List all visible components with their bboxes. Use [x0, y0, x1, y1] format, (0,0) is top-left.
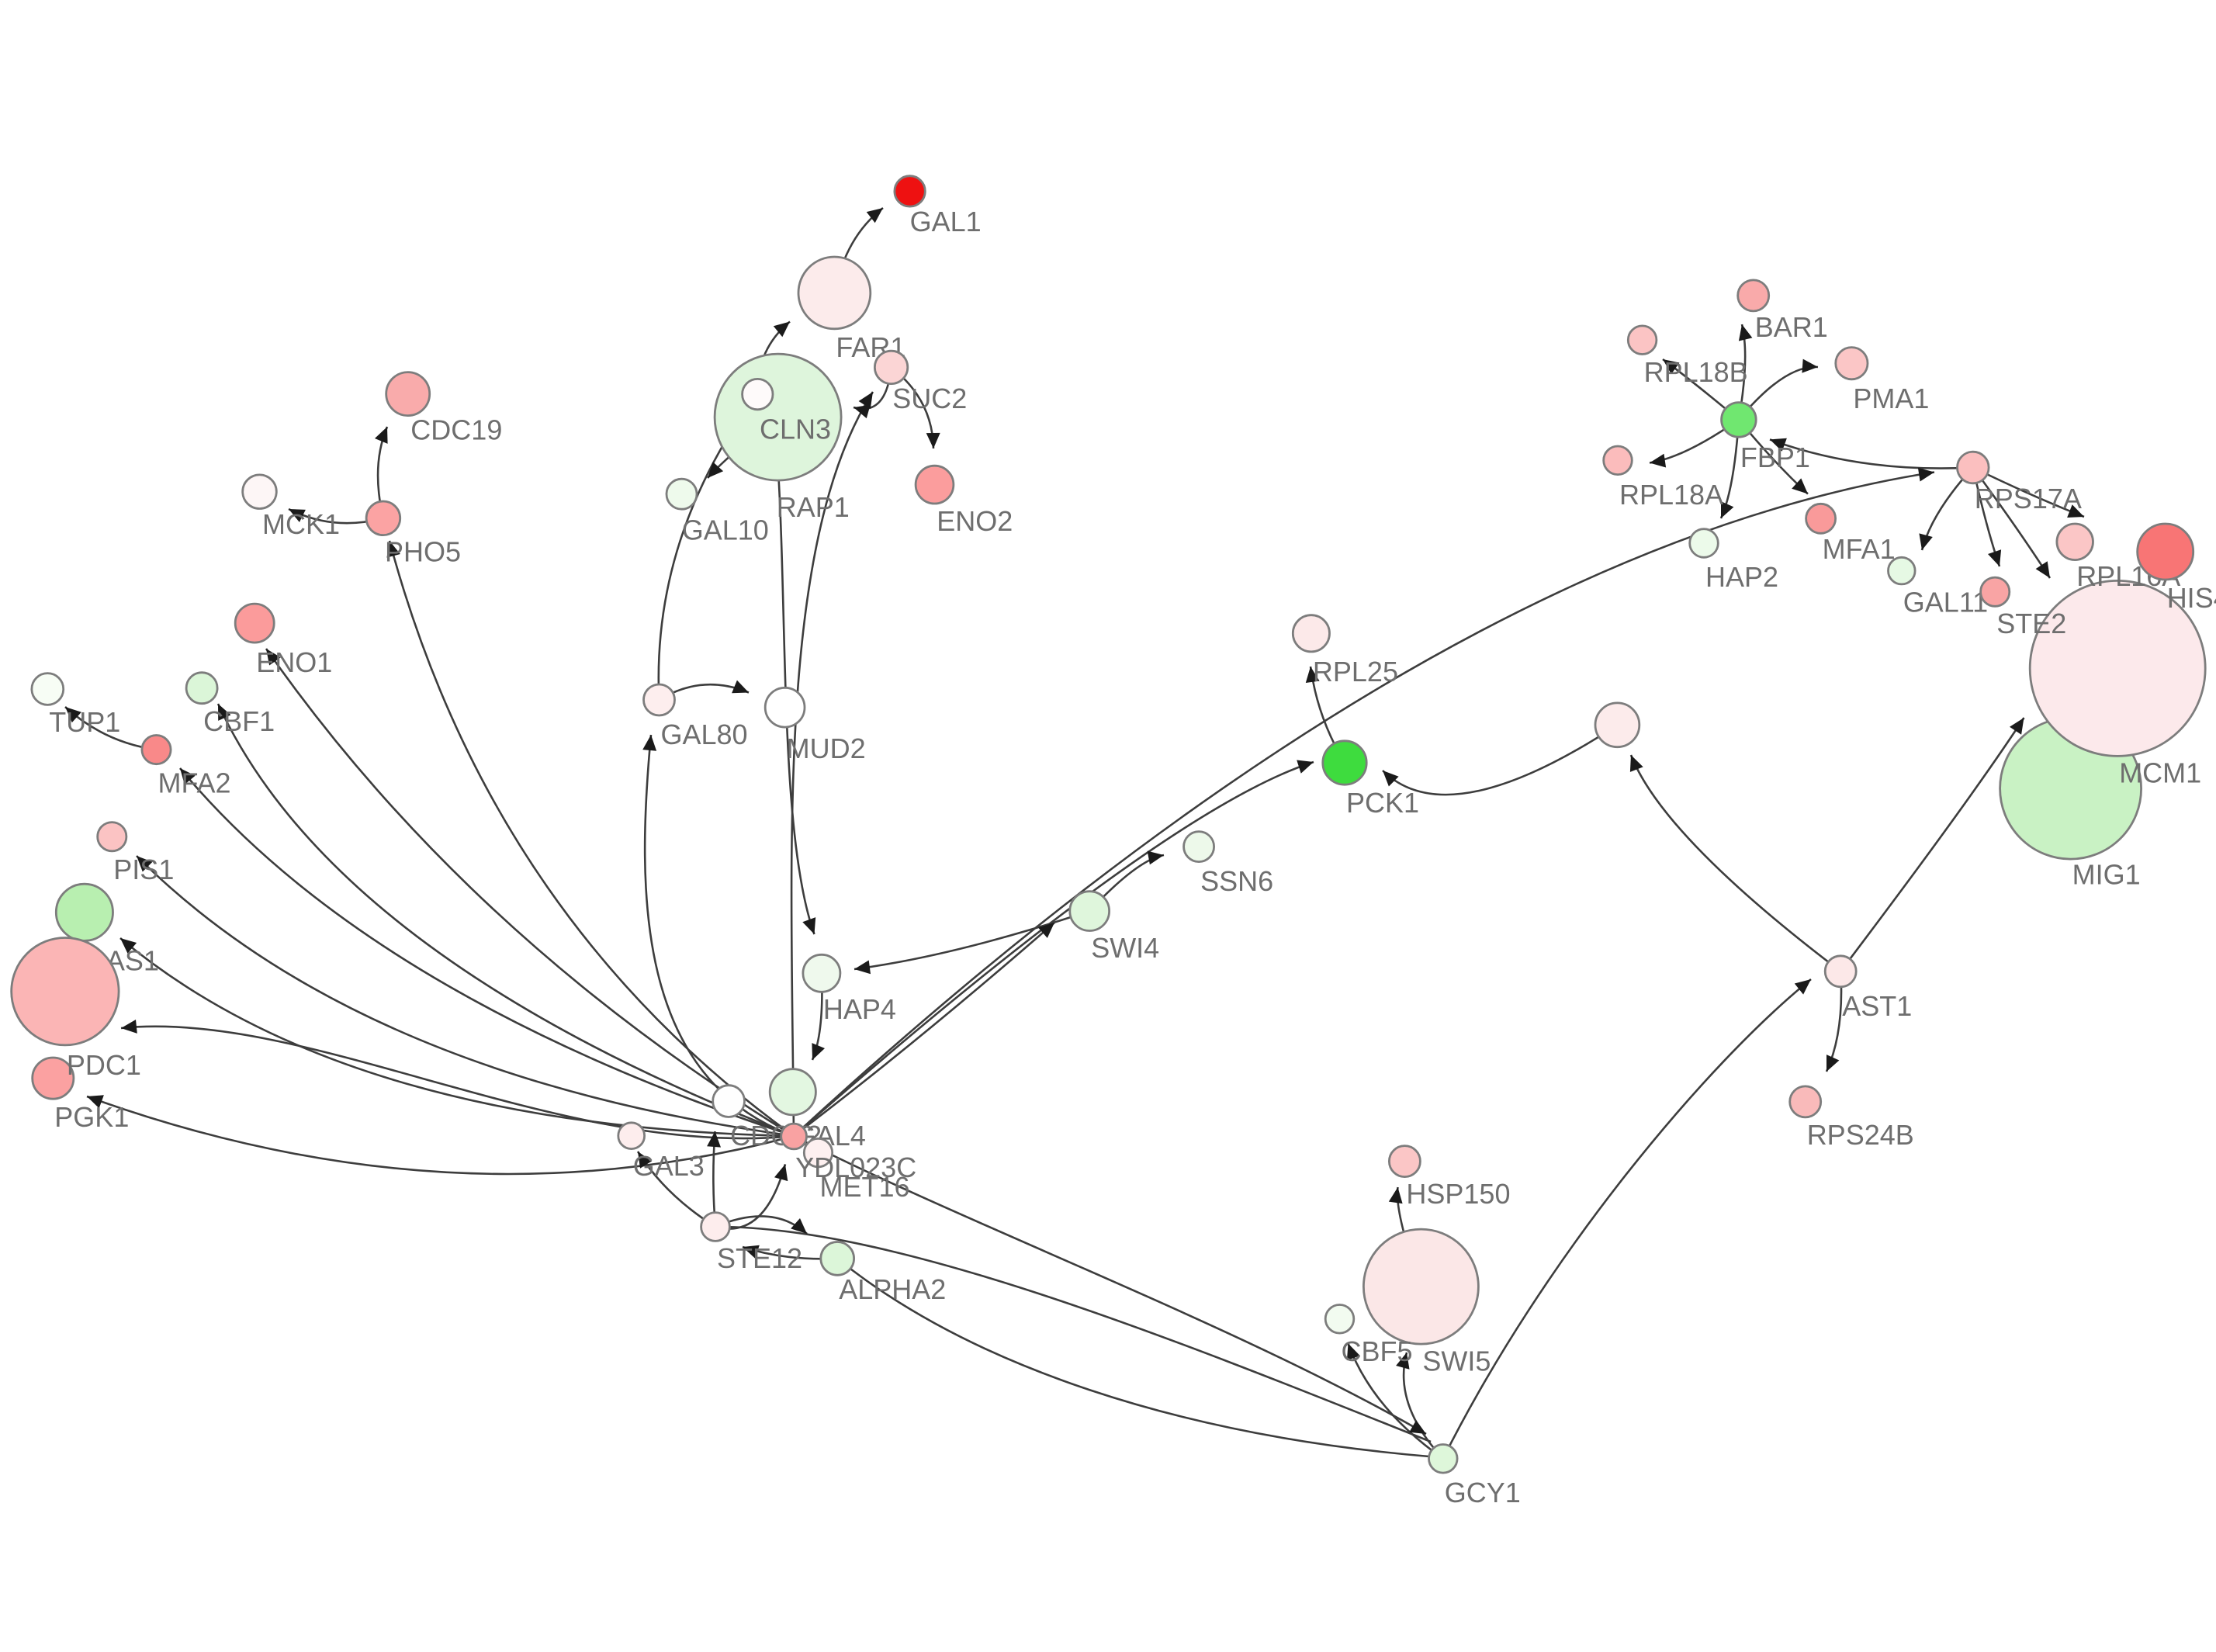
svg-text:MIG1: MIG1: [2072, 859, 2141, 891]
svg-text:STE12: STE12: [717, 1242, 802, 1274]
svg-text:PMA1: PMA1: [1853, 383, 1929, 414]
svg-text:GCY1: GCY1: [1445, 1477, 1521, 1508]
svg-text:HIS4: HIS4: [2167, 582, 2216, 614]
svg-text:YDL023C: YDL023C: [795, 1152, 916, 1183]
svg-text:SSN6: SSN6: [1200, 865, 1273, 897]
svg-text:SWI4: SWI4: [1091, 932, 1159, 964]
svg-text:PHO5: PHO5: [385, 536, 461, 568]
svg-text:PIS1: PIS1: [113, 854, 174, 885]
svg-text:CBF1: CBF1: [203, 705, 275, 737]
svg-text:CBF5: CBF5: [1342, 1335, 1413, 1367]
svg-text:HAP2: HAP2: [1705, 561, 1778, 593]
svg-text:STE2: STE2: [1996, 608, 2066, 639]
svg-text:GAL11: GAL11: [1903, 587, 1988, 618]
svg-text:CDC19: CDC19: [410, 414, 502, 446]
svg-text:MFA2: MFA2: [158, 767, 231, 799]
svg-text:GAL1: GAL1: [910, 206, 982, 237]
svg-text:PCK1: PCK1: [1346, 787, 1419, 819]
svg-text:HAP4: HAP4: [823, 993, 896, 1025]
svg-text:MET16: MET16: [820, 1171, 910, 1203]
svg-text:RPL18B: RPL18B: [1644, 356, 1748, 388]
svg-text:MCM1: MCM1: [2119, 757, 2201, 789]
svg-text:MCK1: MCK1: [262, 508, 340, 540]
svg-text:GAL80: GAL80: [661, 719, 748, 750]
svg-text:ENO2: ENO2: [937, 505, 1013, 537]
svg-text:MUD2: MUD2: [787, 732, 866, 764]
svg-text:RPL25: RPL25: [1313, 656, 1398, 687]
svg-text:RPS17A: RPS17A: [1975, 483, 2082, 514]
svg-text:AST1: AST1: [1842, 990, 1912, 1022]
svg-text:BAR1: BAR1: [1755, 311, 1828, 343]
svg-text:RPL18A: RPL18A: [1619, 479, 1723, 511]
svg-text:PDC1: PDC1: [67, 1049, 141, 1081]
svg-text:ENO1: ENO1: [256, 646, 332, 678]
svg-text:MFA1: MFA1: [1823, 533, 1896, 565]
svg-text:RAP1: RAP1: [777, 491, 850, 523]
svg-text:HSP150: HSP150: [1406, 1178, 1510, 1210]
svg-text:SUC2: SUC2: [892, 383, 967, 414]
svg-text:PGK1: PGK1: [54, 1101, 129, 1133]
svg-text:FBP1: FBP1: [1740, 442, 1810, 473]
svg-text:SWI5: SWI5: [1422, 1345, 1491, 1377]
svg-text:RPS24B: RPS24B: [1807, 1119, 1914, 1151]
svg-text:GAL10: GAL10: [682, 514, 769, 546]
svg-text:ALPHA2: ALPHA2: [839, 1273, 946, 1305]
svg-text:CLN3: CLN3: [760, 414, 831, 445]
svg-text:TUP1: TUP1: [49, 706, 120, 738]
svg-text:GAL3: GAL3: [633, 1150, 705, 1182]
